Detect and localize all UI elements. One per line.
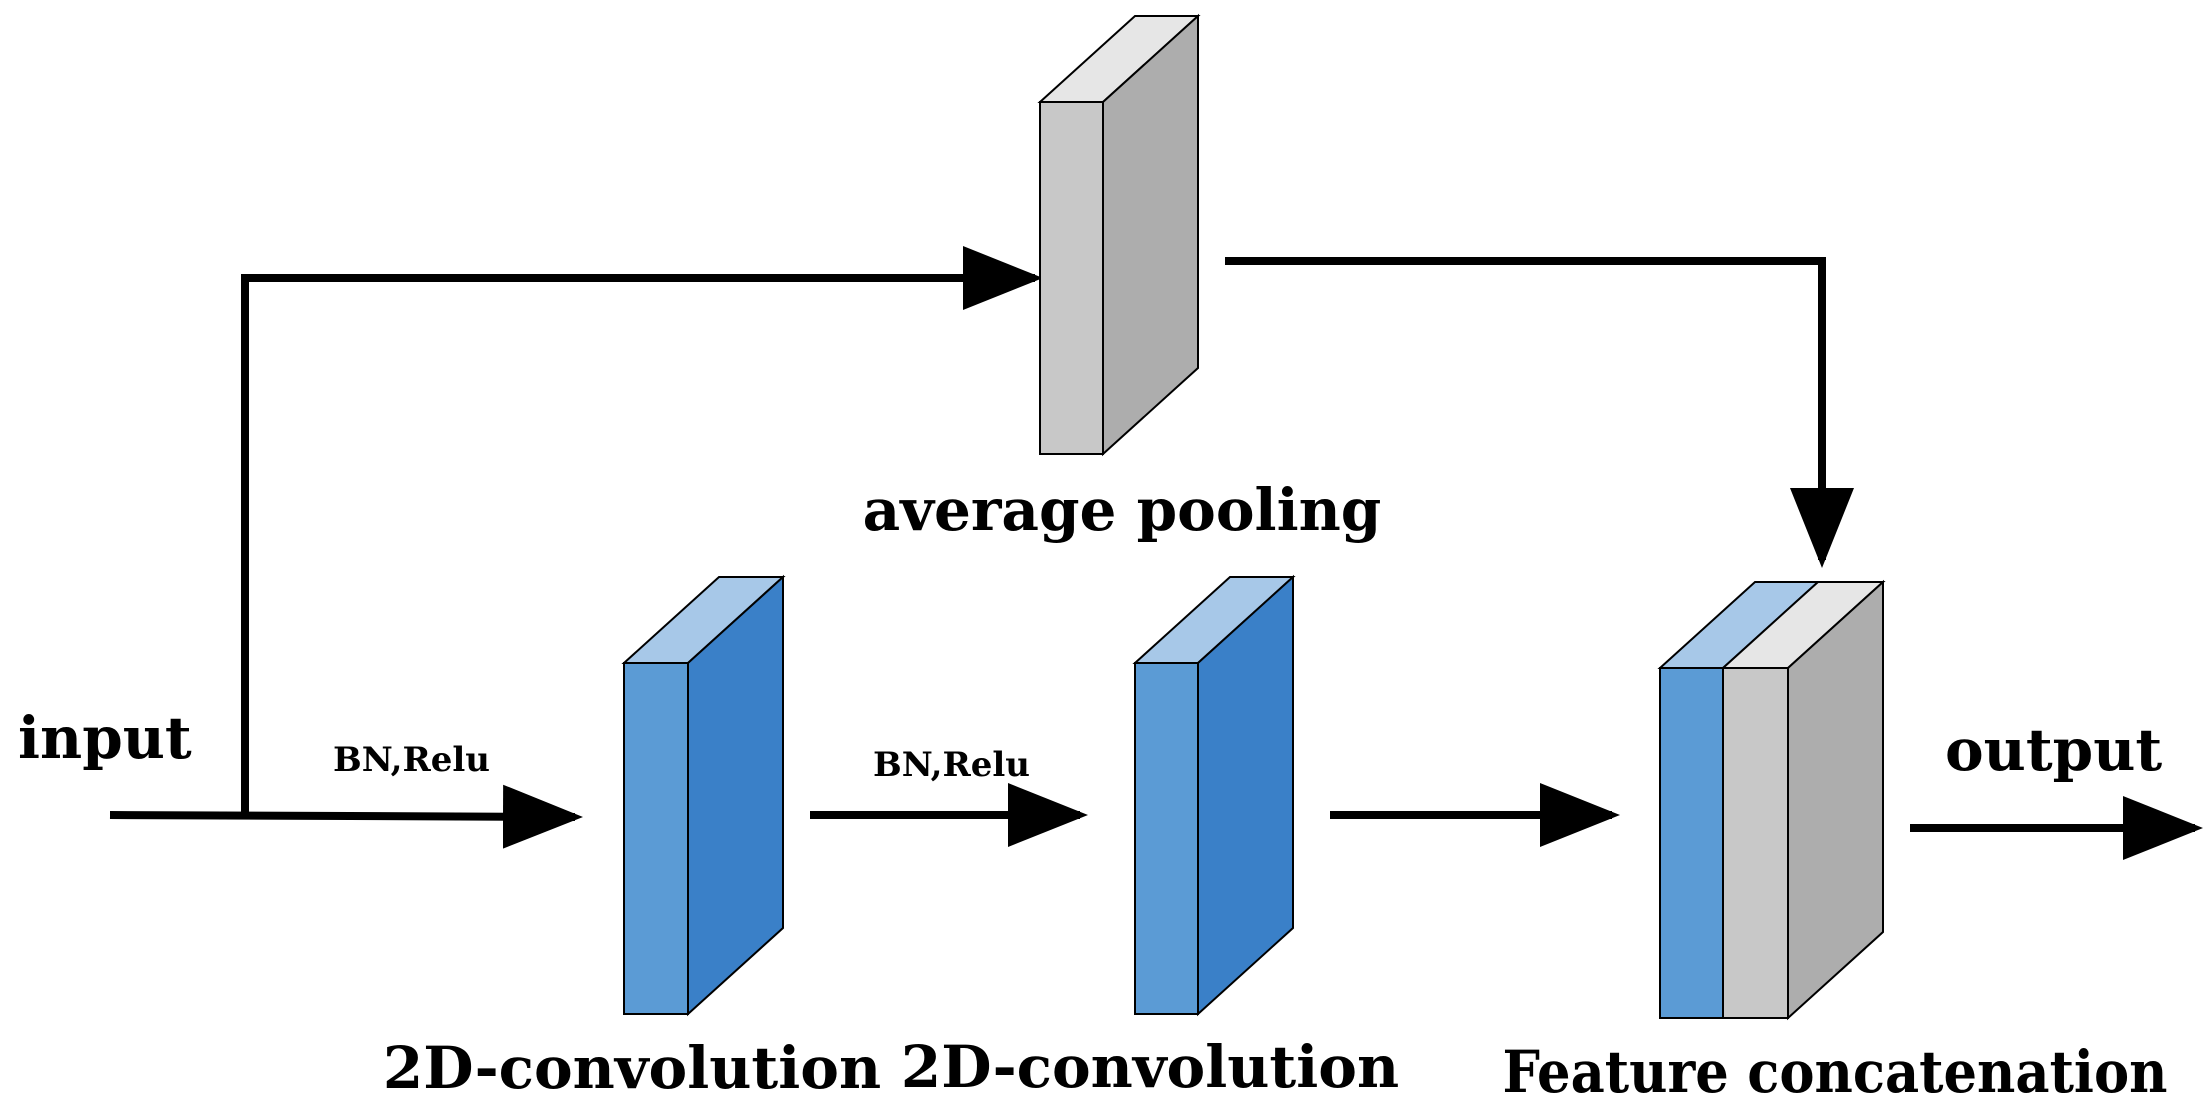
connectors — [109, 246, 2203, 860]
pooling-to-concat-arrow — [1225, 257, 1854, 568]
concat-block-front-gray — [1722, 667, 1789, 1019]
skip-branch-arrow — [241, 246, 1043, 815]
input-label: input — [18, 704, 192, 772]
average-pooling-block-front — [1039, 101, 1104, 455]
conv2-label: 2D-convolution — [901, 1033, 1399, 1101]
output-label: output — [1945, 716, 2162, 784]
average-pooling-block — [1037, 13, 1201, 457]
concat-block-front-blue — [1659, 667, 1724, 1019]
conv2-block — [1132, 574, 1296, 1017]
input-arrow — [109, 784, 583, 849]
conv1-block — [621, 574, 786, 1017]
bn-relu-label-2: BN,Relu — [873, 745, 1030, 785]
bn-relu-label-1: BN,Relu — [333, 740, 490, 780]
conv2-block-front — [1134, 662, 1199, 1015]
concat-label: Feature concatenation — [1503, 1038, 2168, 1106]
conv1-label: 2D-convolution — [383, 1034, 881, 1102]
average-pooling-label: average pooling — [863, 476, 1382, 544]
concat-block — [1657, 579, 1886, 1021]
conv1-block-front — [623, 662, 689, 1015]
